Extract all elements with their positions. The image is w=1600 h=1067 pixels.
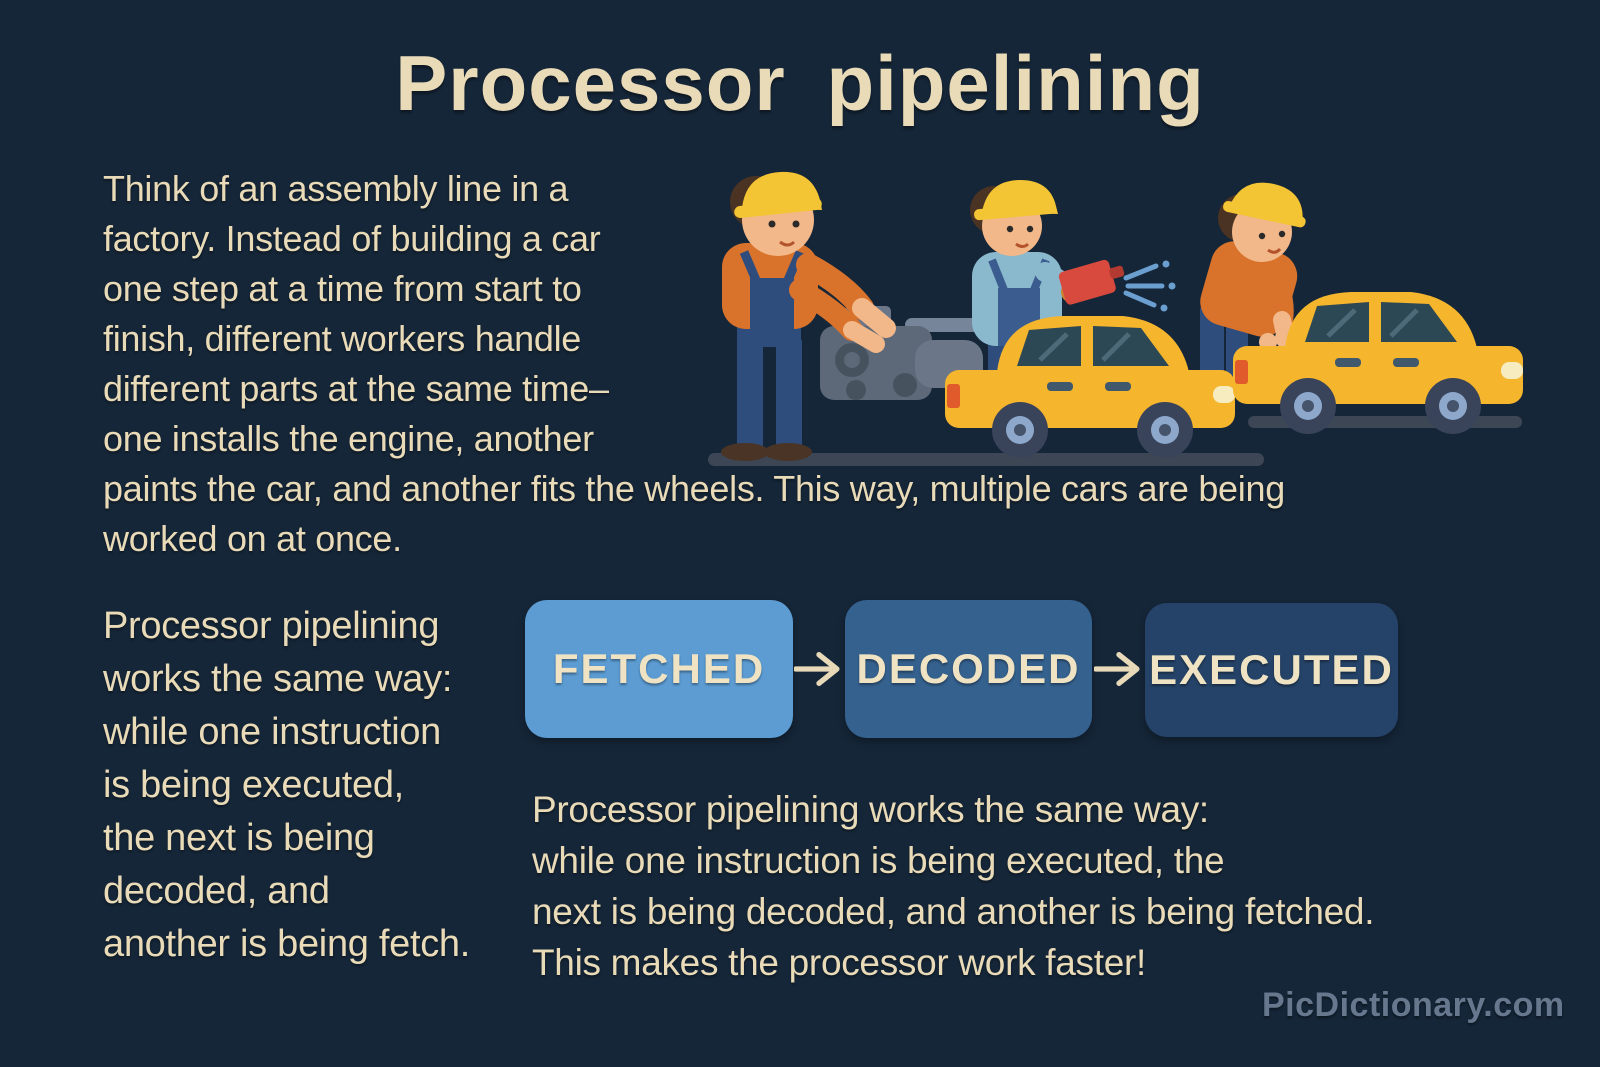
- arrow-right-icon: [1094, 652, 1140, 686]
- stage-label: DECODED: [856, 645, 1081, 692]
- worker-arms: [789, 253, 896, 353]
- stage-decoded: DECODED: [845, 600, 1092, 738]
- paint-spray: [1123, 263, 1165, 308]
- left-note-paragraph: Processor pipelining works the same way:…: [103, 600, 470, 971]
- stage-label: EXECUTED: [1149, 646, 1394, 693]
- text-line: finish, different workers handle: [103, 318, 581, 359]
- ground-bar: [708, 453, 1264, 466]
- explanation-paragraph: Processor pipelining works the same way:…: [532, 784, 1375, 988]
- text-line: Processor pipelining works the same way:: [532, 789, 1209, 830]
- hard-hat-icon: [1223, 182, 1306, 228]
- text-line: the next is being: [103, 817, 375, 859]
- text-line: decoded, and: [103, 870, 330, 912]
- text-line: another is being fetch.: [103, 923, 471, 965]
- text-line: factory. Instead of building a car: [103, 218, 601, 259]
- intro-paragraph: Think of an assembly line in a factory. …: [103, 164, 1285, 564]
- text-line: one step at a time from start to: [103, 268, 582, 309]
- text-line: while one instruction: [103, 711, 442, 753]
- text-line: Think of an assembly line in a: [103, 168, 569, 209]
- text-line: paints the car, and another fits the whe…: [103, 468, 1285, 509]
- worker-engine-installer: [721, 171, 822, 461]
- stage-executed: EXECUTED: [1145, 603, 1398, 737]
- stage-fetched: FETCHED: [525, 600, 793, 738]
- text-line: This makes the processor work faster!: [532, 942, 1146, 983]
- text-line: one installs the engine, another: [103, 418, 594, 459]
- watermark: PicDictionary.com: [1262, 986, 1565, 1024]
- text-line: Processor pipelining: [103, 605, 440, 647]
- worker-painter: [970, 180, 1176, 422]
- text-line: works the same way:: [103, 658, 453, 700]
- stage-label: FETCHED: [552, 645, 766, 692]
- arrow-right-icon: [794, 652, 840, 686]
- hard-hat-icon: [974, 180, 1058, 221]
- hard-hat-icon: [734, 171, 822, 218]
- text-line: different parts at the same time–: [103, 368, 609, 409]
- page-title: Processor pipelining: [395, 39, 1205, 127]
- text-line: is being executed,: [103, 764, 404, 806]
- text-line: worked on at once.: [103, 518, 402, 559]
- text-line: next is being decoded, and another is be…: [532, 891, 1375, 932]
- text-line: while one instruction is being executed,…: [532, 840, 1225, 881]
- spray-gun-icon: [1058, 259, 1125, 305]
- worker-fitter: [1200, 182, 1306, 382]
- assembly-line-illustration: [708, 171, 1540, 466]
